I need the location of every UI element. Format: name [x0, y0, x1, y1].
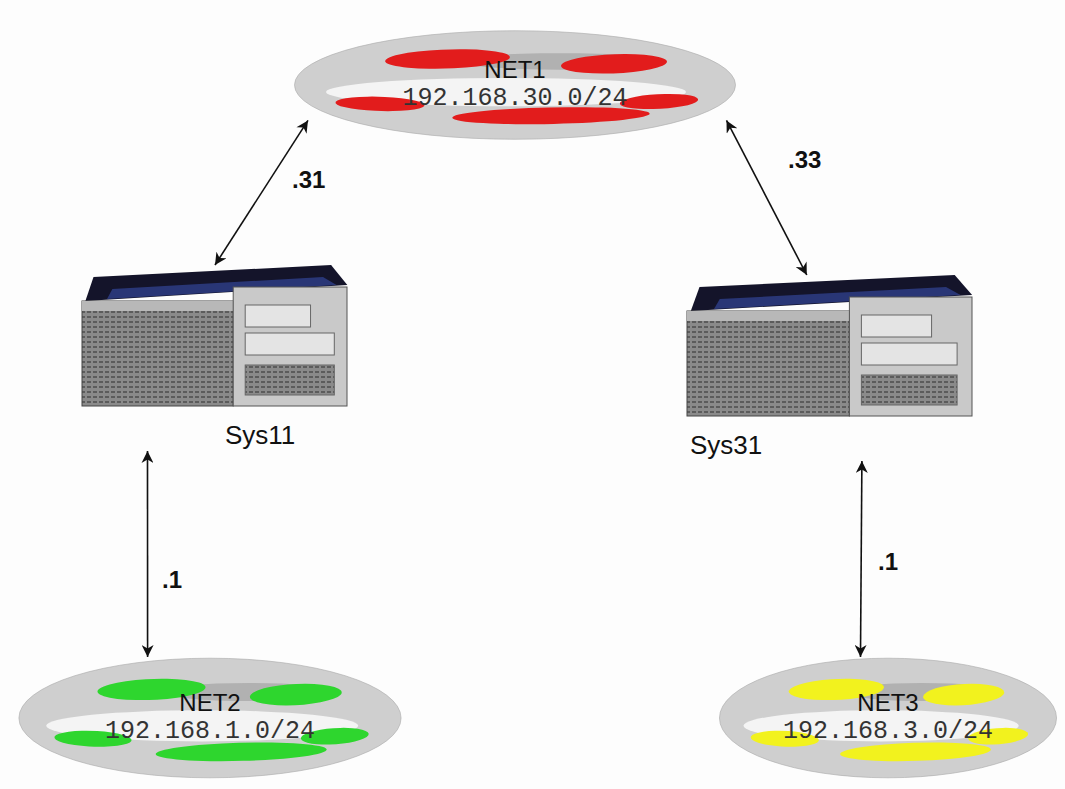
network-cloud: NET3192.168.3.0/24	[716, 653, 1060, 783]
network-link	[147, 451, 149, 657]
node-text: NET3192.168.3.0/24	[783, 689, 993, 747]
network-link	[727, 120, 807, 275]
interface-address: .1	[876, 548, 900, 576]
network-address: 192.168.1.0/24	[105, 717, 315, 747]
network-link	[860, 461, 861, 657]
server-node: Sys31	[685, 275, 975, 461]
interface-address: .1	[160, 566, 184, 594]
network-cloud: NET2192.168.1.0/24	[15, 653, 405, 783]
node-text: Sys31	[685, 430, 975, 461]
node-text: NET2192.168.1.0/24	[105, 689, 315, 747]
interface-address: .33	[786, 146, 823, 174]
network-name: NET3	[783, 689, 993, 717]
network-name: NET1	[402, 56, 627, 84]
network-cloud: NET1192.168.30.0/24	[290, 26, 740, 144]
server-label: Sys31	[685, 430, 975, 461]
server-node: Sys11	[80, 265, 350, 451]
network-name: NET2	[105, 689, 315, 717]
server-illustration	[80, 265, 350, 410]
node-text: Sys11	[80, 420, 350, 451]
interface-address: .31	[290, 166, 327, 194]
node-text: NET1192.168.30.0/24	[402, 56, 627, 114]
network-address: 192.168.3.0/24	[783, 717, 993, 747]
network-address: 192.168.30.0/24	[402, 84, 627, 114]
server-label: Sys11	[80, 420, 350, 451]
server-illustration	[685, 275, 975, 420]
